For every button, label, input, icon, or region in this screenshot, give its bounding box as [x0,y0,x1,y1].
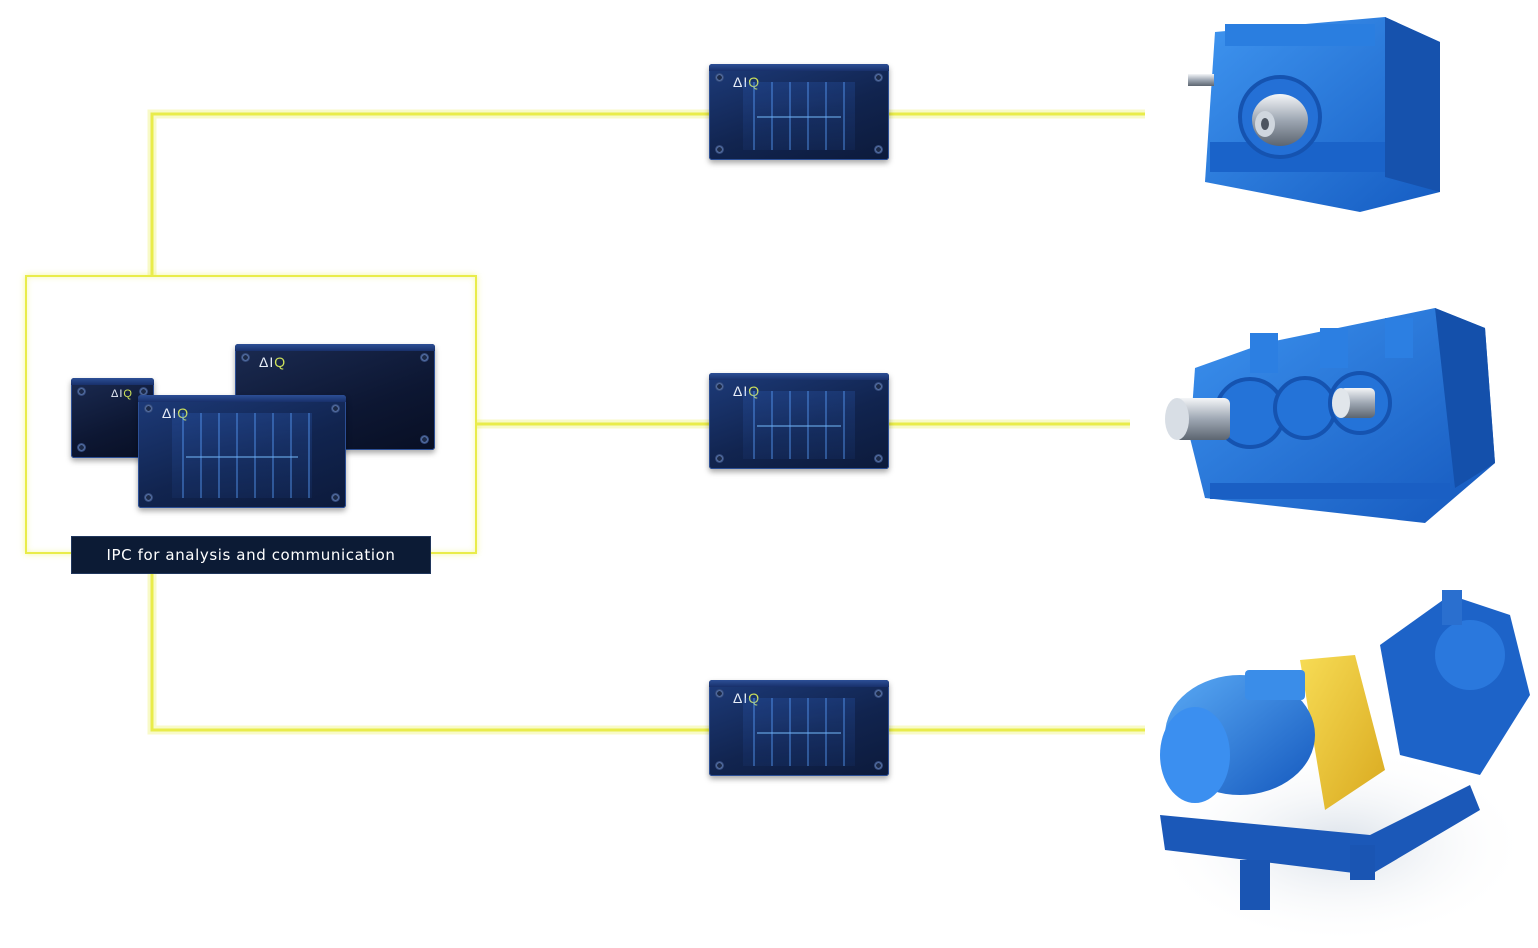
drive-motor-icon [1150,590,1530,945]
ipc-main-housing: ΔIQ [138,395,346,508]
sensor-unit-terminal-blocks [743,391,855,459]
ipc-terminal-blocks [172,413,312,498]
sensor-unit-terminal-blocks [743,698,855,766]
ipc-main-logo: ΔIQ [162,405,188,421]
wire-ipc-to-unit-3 [150,574,710,732]
sensor-unit-terminal-blocks [743,82,855,150]
ipc-small-logo: ΔIQ [111,388,133,400]
sensor-unit-logo: ΔIQ [733,383,759,399]
sensor-unit-2: ΔIQ [709,373,889,469]
ipc-caption: IPC for analysis and communication [71,536,431,574]
sensor-unit-logo: ΔIQ [733,690,759,706]
gear-unit-icon [1188,17,1440,212]
sensor-unit-logo: ΔIQ [733,74,759,90]
ipc-large-logo: ΔIQ [259,354,287,370]
wire-ipc-to-unit-1 [150,112,710,275]
sensor-unit-1: ΔIQ [709,64,889,160]
gear-unit-large-icon [1165,308,1495,523]
sensor-unit-3: ΔIQ [709,680,889,776]
